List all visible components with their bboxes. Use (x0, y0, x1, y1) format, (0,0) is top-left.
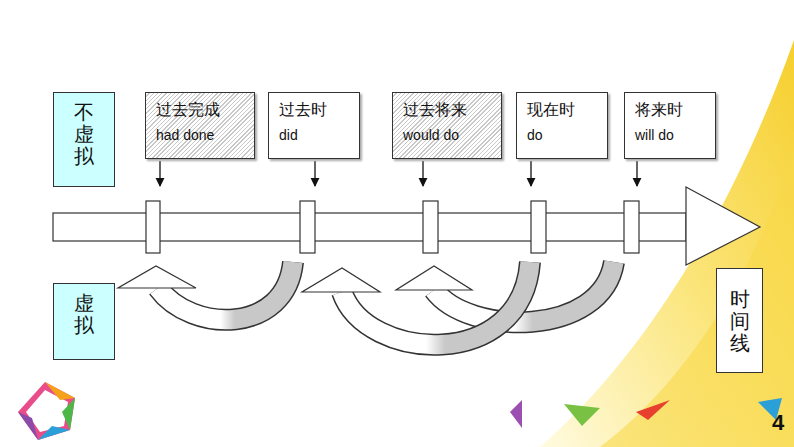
text-stack: 过去将来 would do (403, 99, 491, 145)
tense-name: 现在时 (527, 99, 597, 121)
text-stack: 将来时 will do (635, 99, 705, 145)
text-stack: 现在时 do (527, 99, 597, 145)
backshift-arrow (302, 262, 530, 345)
verb-form: do (527, 125, 597, 145)
deco-triangle (564, 404, 600, 426)
vertical-label: 时间线 (730, 288, 750, 354)
deco-triangle (510, 400, 522, 428)
tense-name: 过去时 (279, 99, 349, 121)
deco-triangle (636, 400, 670, 420)
verb-form: will do (635, 125, 705, 145)
timeline-ticks (146, 201, 639, 253)
tense-box: 过去时 did (268, 92, 360, 159)
pointer-arrows (160, 161, 637, 186)
page-number: 4 (772, 410, 784, 436)
tense-box: 将来时 will do (624, 92, 716, 159)
verb-form: had done (156, 125, 244, 145)
timeline-head (686, 187, 760, 265)
tense-box: 过去完成 had done (145, 92, 255, 159)
tense-name: 过去完成 (156, 99, 244, 121)
text-stack: 过去完成 had done (156, 99, 244, 145)
logo (18, 382, 75, 440)
label-box: 虚拟 (53, 283, 115, 360)
vertical-label: 虚拟 (74, 292, 94, 336)
tense-name: 将来时 (635, 99, 705, 121)
verb-form: would do (403, 125, 491, 145)
text-stack: 过去时 did (279, 99, 349, 145)
tense-box: 过去将来 would do (392, 92, 502, 159)
yellow-swoosh (600, 150, 794, 447)
label-box: 不虚拟 (53, 92, 115, 187)
backshift-arrow (118, 262, 293, 320)
axis-label-box: 时间线 (716, 268, 763, 373)
verb-form: did (279, 125, 349, 145)
vertical-label: 不虚拟 (74, 101, 94, 167)
tense-name: 过去将来 (403, 99, 491, 121)
tense-box: 现在时 do (516, 92, 608, 159)
